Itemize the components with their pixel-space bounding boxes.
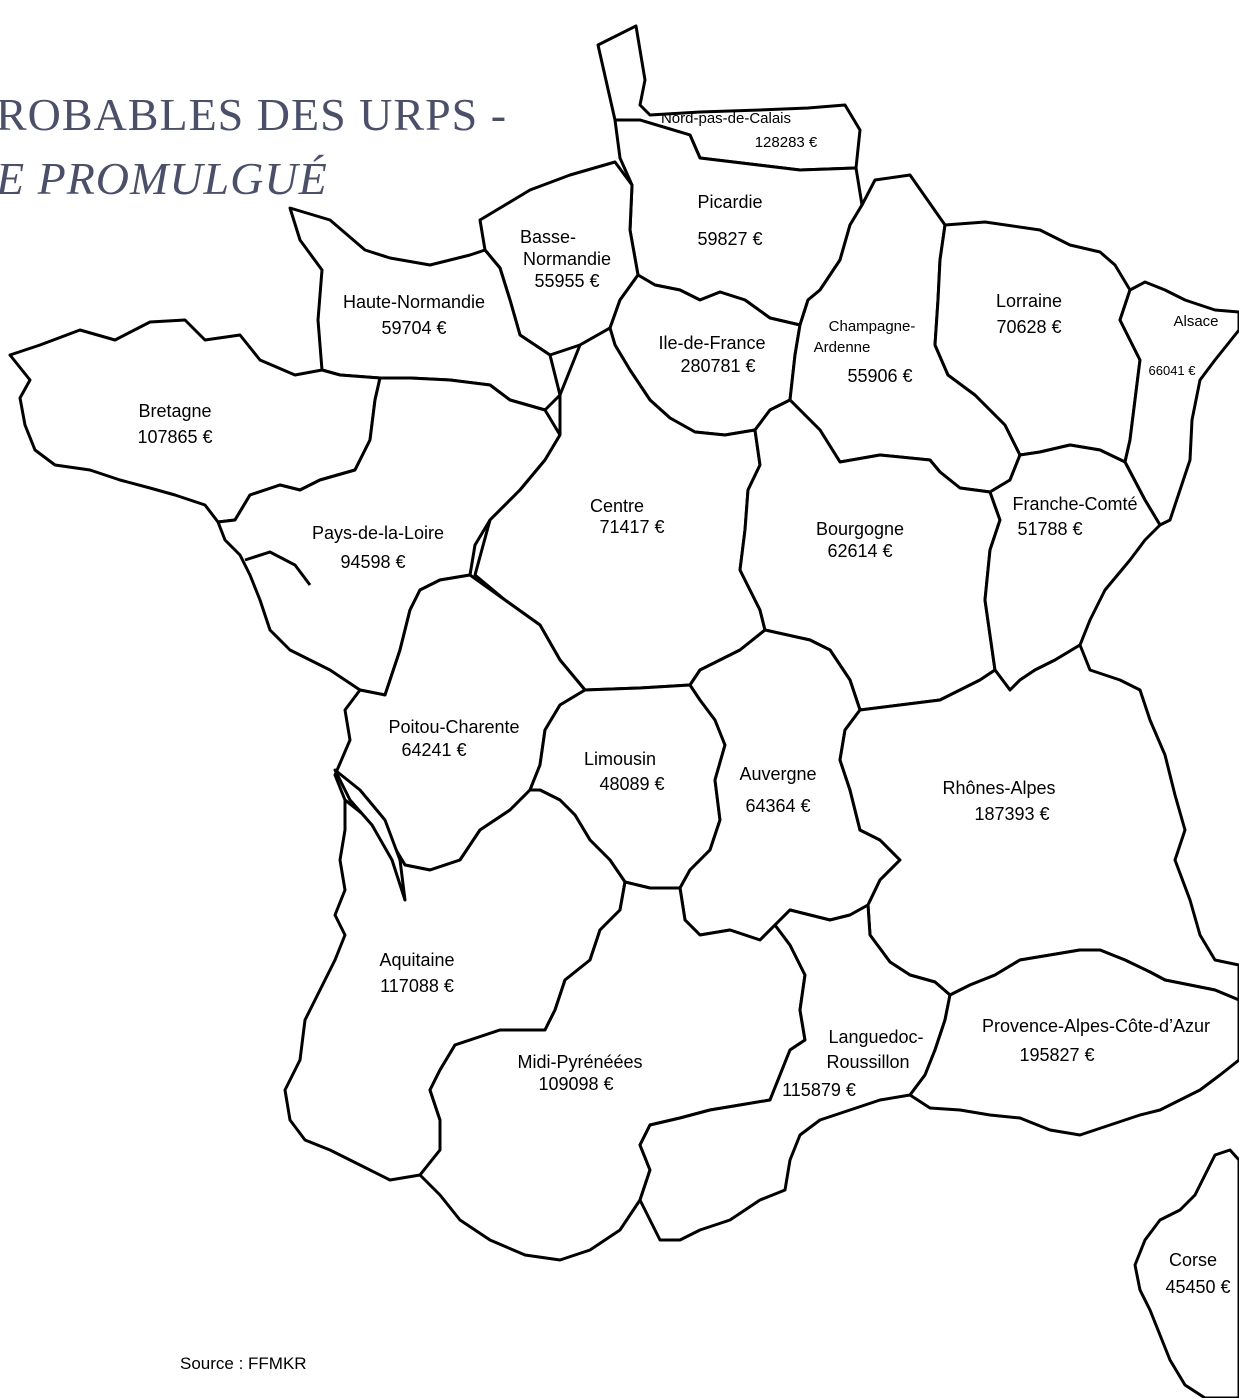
label-centre: Centre [590,496,644,516]
value-nord-pas-de-calais: 128283 € [755,134,818,151]
label-franche-comte: Franche-Comté [1012,494,1137,514]
label-haute-normandie: Haute-Normandie [343,292,485,312]
label-champagne-ardenne-line-1: Champagne- [829,318,916,335]
label-nord-pas-de-calais: Nord-pas-de-Calais [661,110,791,127]
loire-estuary [244,550,312,586]
label-poitou-charente: Poitou-Charente [388,717,519,737]
label-bourgogne: Bourgogne [816,519,904,539]
label-bretagne: Bretagne [138,401,211,421]
label-basse-normandie-line-2: Normandie [523,249,611,269]
label-picardie: Picardie [697,192,762,212]
value-ile-de-france: 280781 € [680,356,755,376]
value-pays-de-la-loire: 94598 € [340,552,405,572]
value-corse: 45450 € [1165,1277,1230,1297]
label-rhones-alpes: Rhônes-Alpes [942,778,1055,798]
label-lorraine: Lorraine [996,291,1062,311]
label-languedoc-roussillon-line-2: Roussillon [826,1052,909,1072]
value-auvergne: 64364 € [745,796,810,816]
label-paca: Provence-Alpes-Côte-d’Azur [982,1016,1210,1036]
value-alsace: 66041 € [1149,363,1197,378]
region-corse[interactable] [1133,1148,1239,1398]
value-haute-normandie: 59704 € [381,318,446,338]
value-bourgogne: 62614 € [827,541,892,561]
value-languedoc-roussillon: 115879 € [782,1080,856,1100]
value-paca: 195827 € [1019,1045,1094,1065]
label-alsace: Alsace [1173,313,1218,330]
label-basse-normandie-line-1: Basse- [520,227,576,247]
region-paca[interactable] [908,948,1239,1137]
label-languedoc-roussillon-line-1: Languedoc- [828,1027,923,1047]
label-corse: Corse [1169,1250,1217,1270]
label-midi-pyrenees: Midi-Pyrénéées [517,1052,642,1072]
gironde-estuary [333,768,407,902]
label-champagne-ardenne-line-2: Ardenne [814,339,871,356]
slide-title-line-2: E PROMULGUÉ [0,153,328,204]
label-ile-de-france: Ile-de-France [658,333,765,353]
value-limousin: 48089 € [599,774,664,794]
value-basse-normandie: 55955 € [534,271,599,291]
value-centre: 71417 € [599,517,664,537]
value-rhones-alpes: 187393 € [974,804,1049,824]
region-alsace[interactable] [1118,280,1239,527]
value-franche-comte: 51788 € [1017,519,1082,539]
region-haute-normandie[interactable] [288,206,562,412]
value-champagne-ardenne: 55906 € [847,366,912,386]
source-credit: Source : FFMKR [180,1354,307,1373]
value-poitou-charente: 64241 € [401,740,466,760]
label-pays-de-la-loire: Pays-de-la-Loire [312,523,444,543]
region-languedoc-roussillon[interactable] [638,903,952,1242]
value-bretagne: 107865 € [137,427,212,447]
value-aquitaine: 117088 € [380,976,454,996]
region-franche-comte[interactable] [983,443,1162,692]
value-picardie: 59827 € [697,229,762,249]
value-midi-pyrenees: 109098 € [538,1074,613,1094]
slide-title-line-1: ROBABLES DES URPS - [0,89,508,140]
label-aquitaine: Aquitaine [379,950,454,970]
label-limousin: Limousin [584,749,656,769]
value-lorraine: 70628 € [996,317,1061,337]
label-auvergne: Auvergne [739,764,816,784]
